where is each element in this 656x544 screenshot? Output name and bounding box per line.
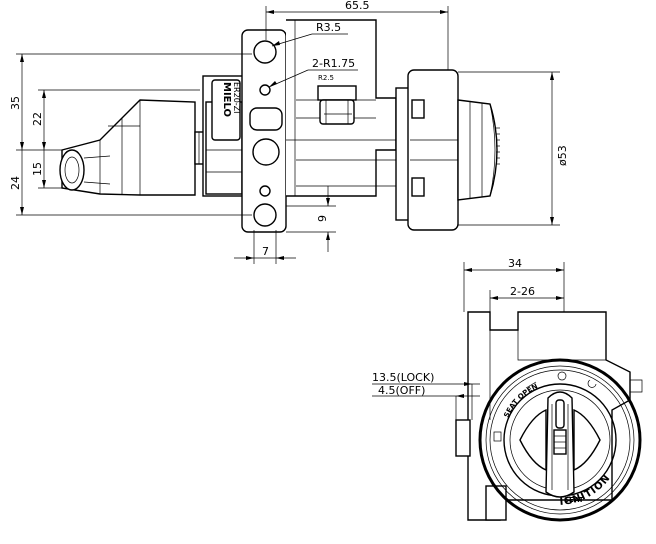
lower-mount-hole xyxy=(253,203,277,227)
off-symbol-icon xyxy=(587,379,597,388)
lock-body xyxy=(395,69,500,231)
dial-label-seat: SEAT xyxy=(564,496,584,504)
dim-label-2-26: 2-26 xyxy=(510,285,535,298)
dim-upper-hole-radius: R3.5 xyxy=(271,21,348,47)
dim-label-65-5: 65.5 xyxy=(345,0,370,12)
dim-label-9: 9 xyxy=(316,215,329,222)
dim-label-4-5-off: 4.5(OFF) xyxy=(378,384,425,397)
connector-block: MIELO ER20-ZI xyxy=(202,75,244,197)
dim-key-positions: 13.5(LOCK) 4.5(OFF) xyxy=(372,371,480,420)
lock-symbol-icon xyxy=(557,371,567,381)
mounting-plate xyxy=(241,29,287,233)
dim-label-2-r1-75: 2-R1.75 xyxy=(312,57,355,70)
dim-label-35: 35 xyxy=(9,96,22,110)
dim-label-22: 22 xyxy=(31,112,44,126)
upper-mount-hole xyxy=(253,40,277,64)
dim-label-r3-5: R3.5 xyxy=(316,21,341,34)
housing-text-line2: ER20-ZI xyxy=(232,82,241,114)
dim-label-r2-5: R2.5 xyxy=(318,74,334,82)
dim-overall-width: 65.5 xyxy=(265,0,449,70)
lower-small-hole xyxy=(259,185,271,197)
ignition-dial: SEAT OPEN SEAT IGNITION xyxy=(478,358,642,522)
dim-label-34: 34 xyxy=(508,257,522,270)
upper-small-hole xyxy=(259,84,271,96)
dim-label-7: 7 xyxy=(262,245,269,258)
dim-label-d53: ø53 xyxy=(556,145,569,166)
fuel-symbol-icon xyxy=(493,431,502,442)
top-view: MIELO ER20-ZI xyxy=(9,0,569,264)
dim-label-24: 24 xyxy=(9,176,22,190)
front-view: 34 2-26 13.5(LOCK) 4.5 xyxy=(372,257,643,522)
centre-round-hole xyxy=(252,138,280,166)
dim-offset-9: 9 xyxy=(286,186,336,252)
dim-diameter: ø53 xyxy=(458,71,569,226)
tube-nozzle xyxy=(59,99,208,196)
dim-small-hole-radius: 2-R1.75 R2.5 xyxy=(268,57,358,88)
housing-text-line1: MIELO xyxy=(221,82,232,117)
dim-width-7: 7 xyxy=(234,230,296,264)
knob-ridges xyxy=(496,127,500,165)
centre-slot xyxy=(249,107,283,131)
bracket-frame xyxy=(286,19,400,197)
dim-label-13-5-lock: 13.5(LOCK) xyxy=(372,371,434,384)
dim-label-15: 15 xyxy=(31,162,44,176)
dim-left-heights: 35 22 15 24 xyxy=(9,53,252,216)
seat-arrow-icon xyxy=(525,381,537,389)
